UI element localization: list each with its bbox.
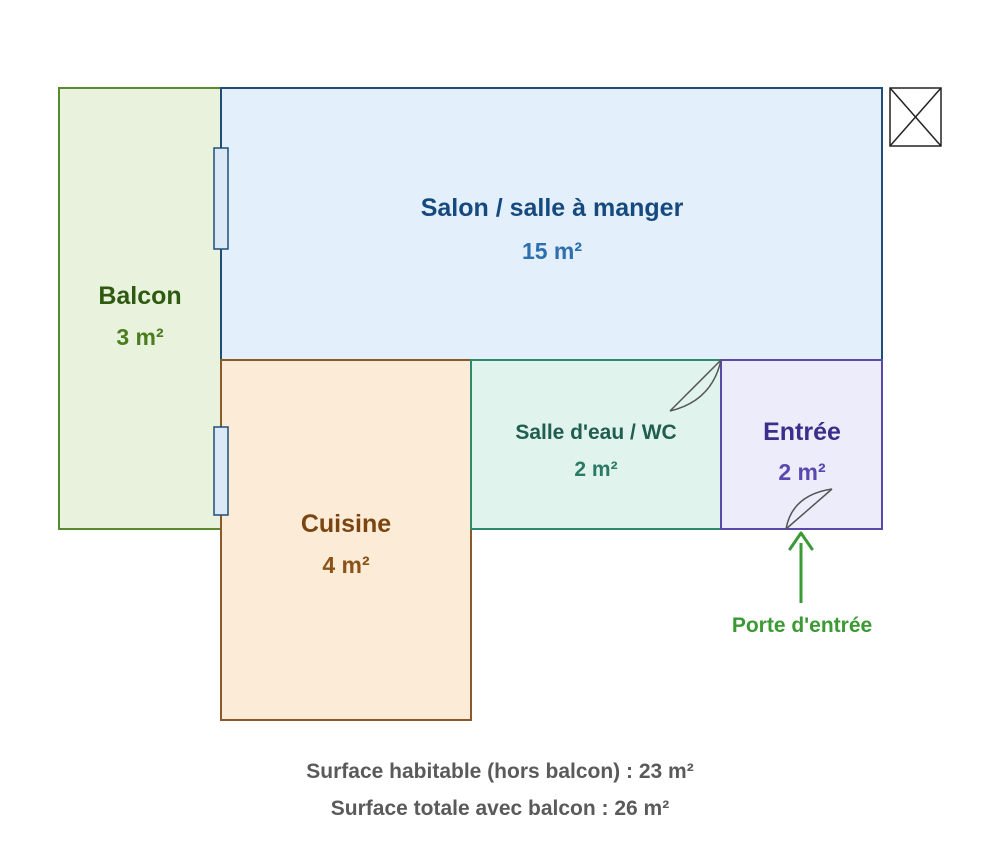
room-salle-d-eau-area: 2 m² [574, 458, 617, 481]
room-salon-area: 15 m² [522, 238, 582, 264]
room-salon: Salon / salle à manger 15 m² [220, 87, 883, 361]
room-balcon: Balcon 3 m² [58, 87, 222, 530]
room-cuisine-name: Cuisine [301, 510, 391, 538]
door-salle-d-eau [669, 359, 722, 412]
summary-habitable: Surface habitable (hors balcon) : 23 m² [306, 760, 694, 783]
room-cuisine: Cuisine 4 m² [220, 359, 472, 721]
entrance-label: Porte d'entrée [732, 614, 872, 637]
summary-total: Surface totale avec balcon : 26 m² [330, 797, 670, 820]
room-entree-area: 2 m² [778, 459, 826, 485]
entrance-arrow-icon [788, 531, 814, 603]
room-entree-name: Entrée [763, 418, 841, 446]
room-cuisine-area: 4 m² [322, 552, 370, 578]
door-entree [785, 488, 833, 530]
room-balcon-area: 3 m² [116, 324, 164, 350]
room-entree: Entrée 2 m² [720, 359, 883, 530]
room-salle-d-eau: Salle d'eau / WC 2 m² [470, 359, 722, 530]
window-cuisine [213, 426, 229, 516]
window-salon [213, 147, 229, 250]
room-salle-d-eau-name: Salle d'eau / WC [515, 421, 676, 444]
shaft-box-icon [889, 87, 942, 147]
room-balcon-name: Balcon [98, 282, 181, 310]
room-salon-name: Salon / salle à manger [421, 194, 684, 222]
